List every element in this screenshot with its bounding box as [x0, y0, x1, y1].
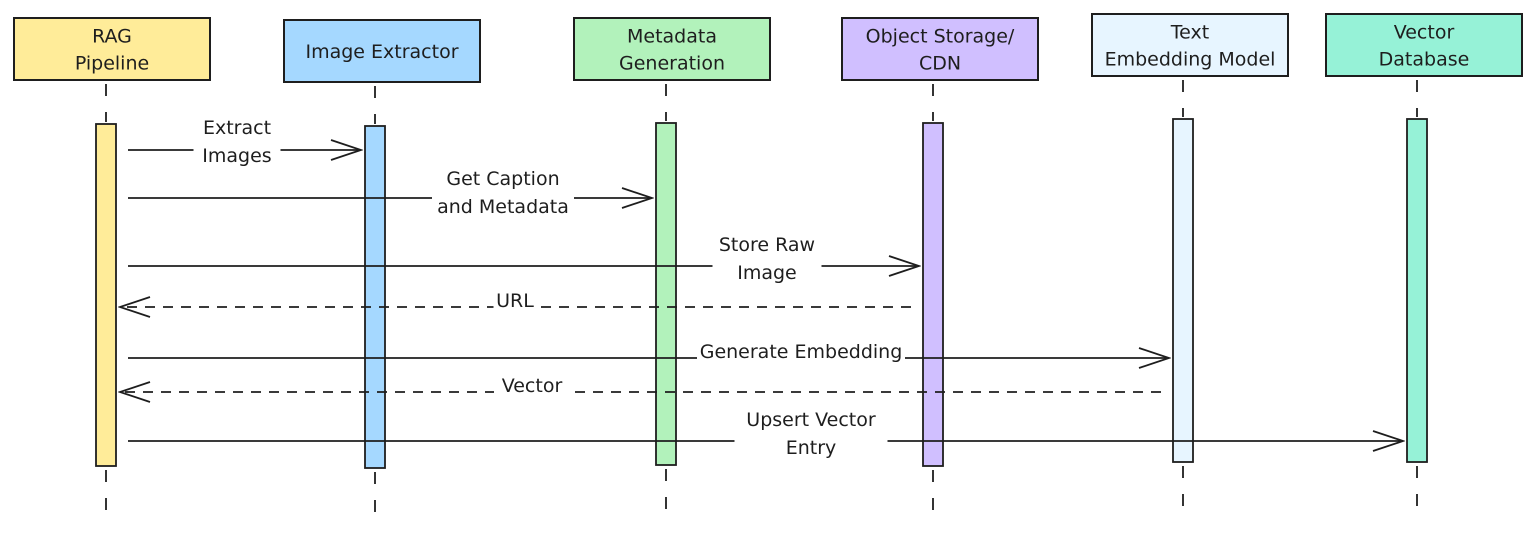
message-label-background: [193, 114, 281, 170]
message-label: Extract: [203, 117, 271, 139]
message-label-background: [697, 338, 905, 366]
message-label-background: [432, 165, 574, 221]
message-label: Generate Embedding: [700, 341, 903, 363]
message-label: and Metadata: [437, 196, 569, 218]
activation-bar-extractor: [364, 125, 386, 469]
message-label: Upsert Vector: [746, 409, 876, 431]
participant-label: Generation: [619, 53, 725, 75]
participant-box: [1325, 13, 1523, 77]
participant-rag[interactable]: RAG Pipeline: [13, 17, 211, 81]
participant-box: [283, 19, 481, 83]
message-label-background: [734, 406, 888, 462]
participant-box: [13, 17, 211, 81]
message-label-background: [494, 372, 570, 400]
participant-label: Embedding Model: [1105, 49, 1276, 71]
message-label: Entry: [786, 437, 837, 459]
message-label: Get Caption: [446, 168, 559, 190]
message-label: Images: [202, 145, 271, 167]
activation-bar-embedding: [1172, 118, 1194, 463]
activation-bar-storage: [922, 122, 944, 467]
message-label: Vector: [502, 375, 563, 397]
activation-bar-rag: [95, 123, 117, 467]
participant-storage[interactable]: Object Storage/CDN: [841, 17, 1039, 81]
participant-label: Vector: [1394, 22, 1455, 44]
message-storage-to-rag[interactable]: URL: [120, 287, 911, 315]
message-rag-to-metadata[interactable]: Get Caption and Metadata: [128, 165, 652, 221]
participant-label: CDN: [919, 53, 961, 75]
participant-label: Pipeline: [75, 53, 149, 75]
message-label: Store Raw: [719, 234, 815, 256]
participant-extractor[interactable]: Image Extractor: [283, 19, 481, 83]
participant-box: [573, 17, 771, 81]
participant-label: Image Extractor: [305, 41, 458, 63]
participant-box: [1091, 13, 1289, 77]
activation-bar-metadata: [655, 122, 677, 466]
message-rag-to-embedding[interactable]: Generate Embedding: [128, 338, 1169, 366]
message-embedding-to-rag[interactable]: Vector: [120, 372, 1161, 400]
message-label: URL: [496, 290, 534, 312]
participant-box: [841, 17, 1039, 81]
message-label-background: [712, 231, 822, 287]
participant-label: Object Storage/: [866, 26, 1015, 48]
message-label-background: [493, 287, 537, 315]
activation-bar-vectordb: [1406, 118, 1428, 463]
participant-label: RAG: [92, 26, 132, 48]
participant-label: Database: [1379, 49, 1470, 71]
participant-label: Text: [1170, 22, 1209, 44]
message-label: Image: [737, 262, 797, 284]
participant-label: Metadata: [627, 26, 717, 48]
